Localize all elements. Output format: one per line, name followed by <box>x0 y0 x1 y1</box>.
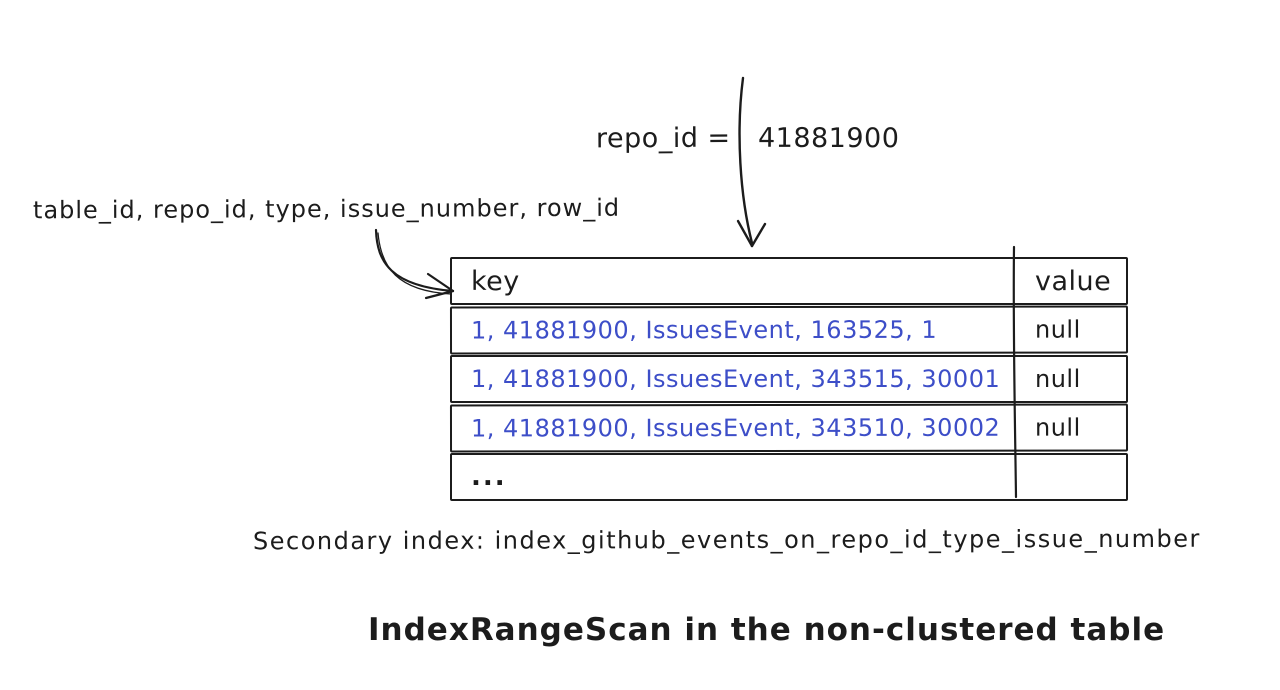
secondary-index-caption: Secondary index: index_github_events_on_… <box>252 524 1201 556</box>
table-row: 1, 41881900, IssuesEvent, 343515, 30001 … <box>450 355 1128 403</box>
column-header-key: key <box>471 265 520 297</box>
table-cell-value: null <box>1034 413 1081 442</box>
table-cell-value: null <box>1035 365 1081 393</box>
table-row: 1, 41881900, IssuesEvent, 343510, 30002 … <box>449 403 1129 453</box>
table-cell-key: 1, 41881900, IssuesEvent, 163525, 1 <box>470 315 938 345</box>
table-cell-key: 1, 41881900, IssuesEvent, 343515, 30001 <box>471 365 1001 393</box>
diagram-title: IndexRangeScan in the non-clustered tabl… <box>368 612 1166 648</box>
down-arrow-icon <box>736 76 767 248</box>
curved-arrow-icon <box>374 228 455 300</box>
repo-id-annotation-value: 41881900 <box>757 122 900 155</box>
table-row-ellipsis: ... <box>450 453 1128 501</box>
secondary-index-table: key value 1, 41881900, IssuesEvent, 1635… <box>449 257 1129 501</box>
table-header-row: key value <box>450 257 1128 305</box>
repo-id-annotation-label: repo_id = <box>596 122 732 155</box>
table-cell-value: null <box>1034 315 1081 344</box>
table-row: 1, 41881900, IssuesEvent, 163525, 1 null <box>449 305 1129 355</box>
table-cell-key-ellipsis: ... <box>471 462 507 492</box>
table-cell-key: 1, 41881900, IssuesEvent, 343510, 30002 <box>470 413 1001 443</box>
column-header-value: value <box>1035 265 1112 297</box>
key-columns-label: table_id, repo_id, type, issue_number, r… <box>32 193 621 225</box>
